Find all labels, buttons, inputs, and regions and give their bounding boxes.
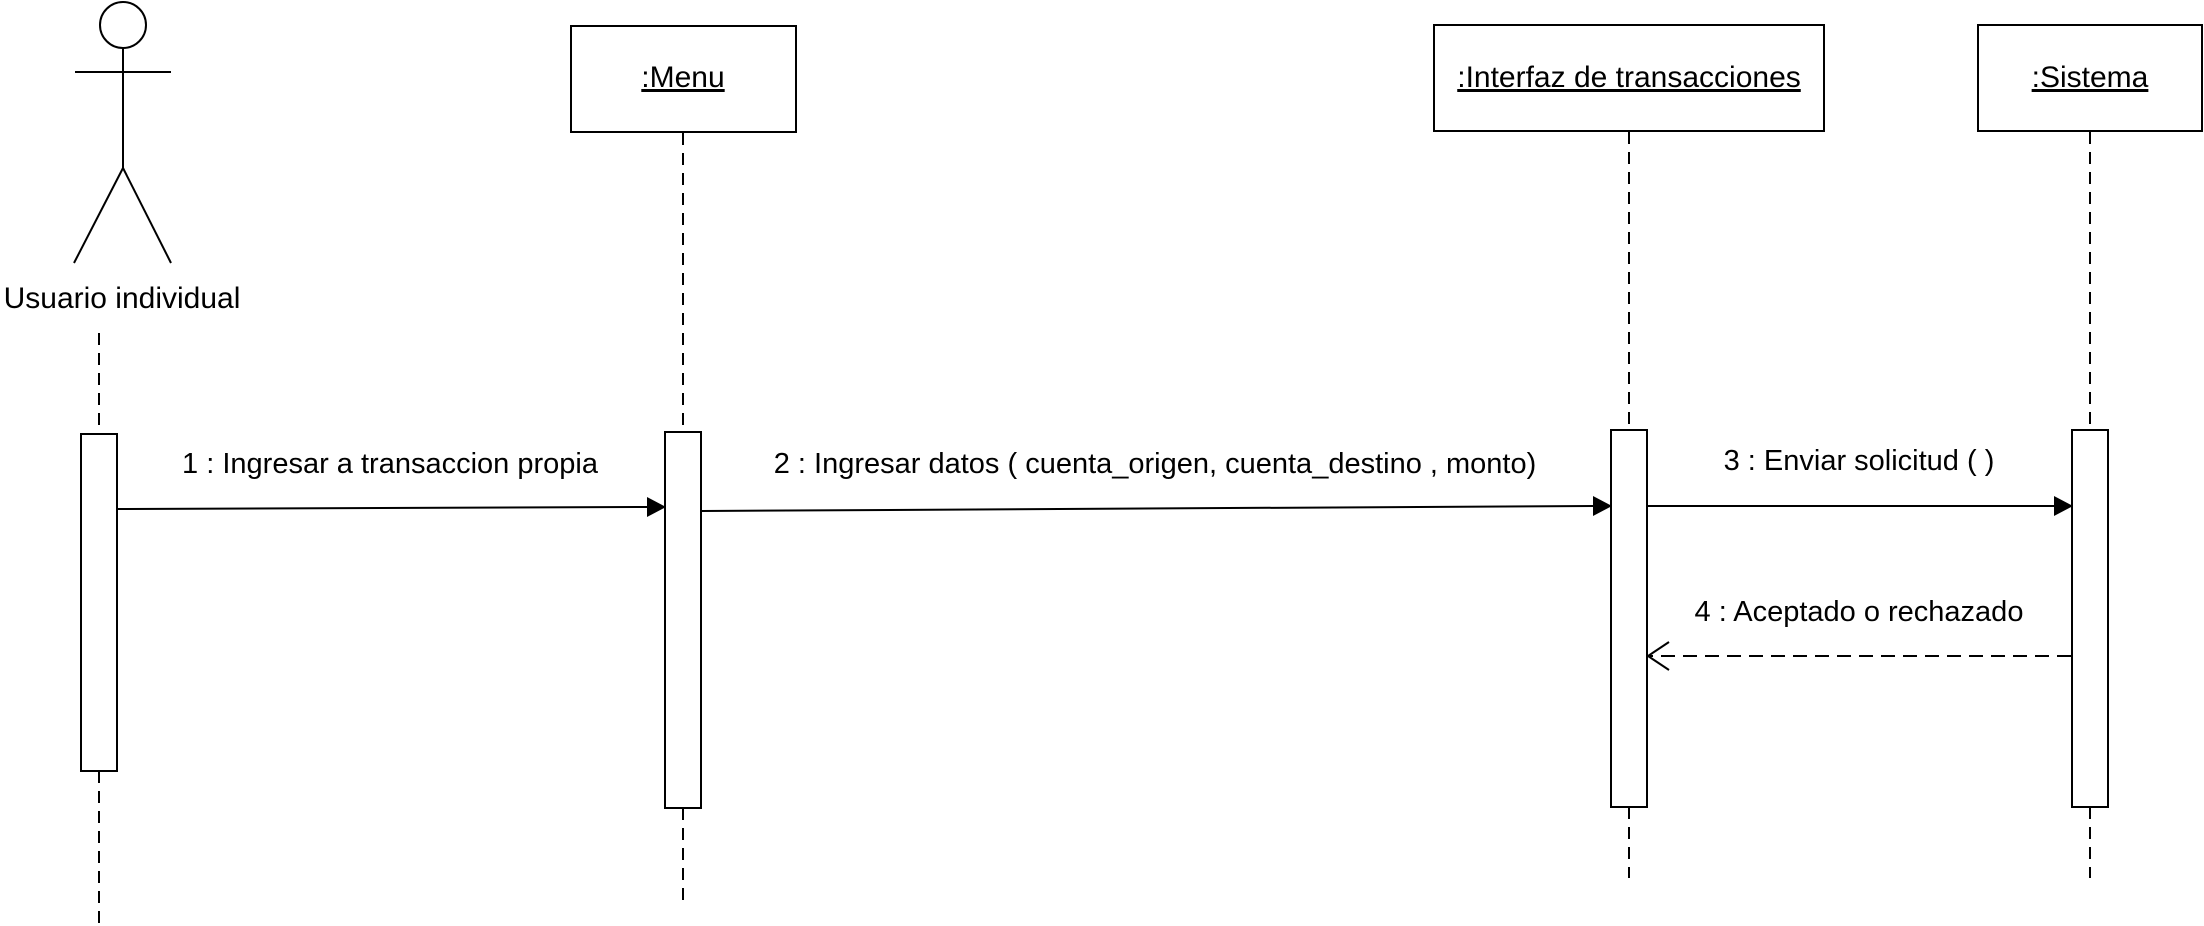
message-1-arrowhead (647, 497, 666, 517)
message-2-arrowhead (1593, 496, 1612, 516)
lifeline-label-sistema: :Sistema (2032, 61, 2149, 94)
lifeline-box (570, 25, 797, 133)
message-4-label: 4 : Aceptado o rechazado (1695, 596, 2024, 628)
actor-head (99, 1, 147, 49)
message-1-label: 1 : Ingresar a transaccion propia (182, 448, 599, 480)
lifeline-label-menu: :Menu (641, 61, 724, 94)
actor-left-leg (73, 167, 124, 264)
message-2: 2 : Ingresar datos ( cuenta_origen, cuen… (701, 448, 1612, 516)
activation-bar-actor (80, 433, 118, 772)
actor-name: Usuario individual (4, 282, 241, 315)
activation-bar-sistema (2071, 429, 2109, 808)
lifeline-box (1433, 24, 1825, 132)
message-4-arrowhead (1646, 641, 1670, 671)
activation-bar-menu (664, 431, 702, 809)
lifeline-head-interfaz: :Interfaz de transacciones (1433, 24, 1825, 132)
message-3-label: 3 : Enviar solicitud ( ) (1724, 445, 1995, 477)
lifeline-head-menu: :Menu (570, 25, 797, 133)
actor-right-leg (122, 167, 172, 264)
message-2-label: 2 : Ingresar datos ( cuenta_origen, cuen… (774, 448, 1537, 480)
activation-bar-interfaz (1610, 429, 1648, 808)
message-4: 4 : Aceptado o rechazado (1646, 596, 2071, 671)
message-3-arrowhead (2054, 496, 2073, 516)
lifeline-head-sistema: :Sistema (1977, 24, 2203, 132)
lifeline-label-interfaz: :Interfaz de transacciones (1457, 61, 1801, 94)
message-1-line (117, 506, 649, 510)
lifeline-box (1977, 24, 2203, 132)
message-1: 1 : Ingresar a transaccion propia (117, 448, 666, 517)
message-2-line (701, 505, 1595, 512)
actor-usuario-individual: Usuario individual (4, 1, 241, 315)
message-3: 3 : Enviar solicitud ( ) (1648, 445, 2073, 516)
